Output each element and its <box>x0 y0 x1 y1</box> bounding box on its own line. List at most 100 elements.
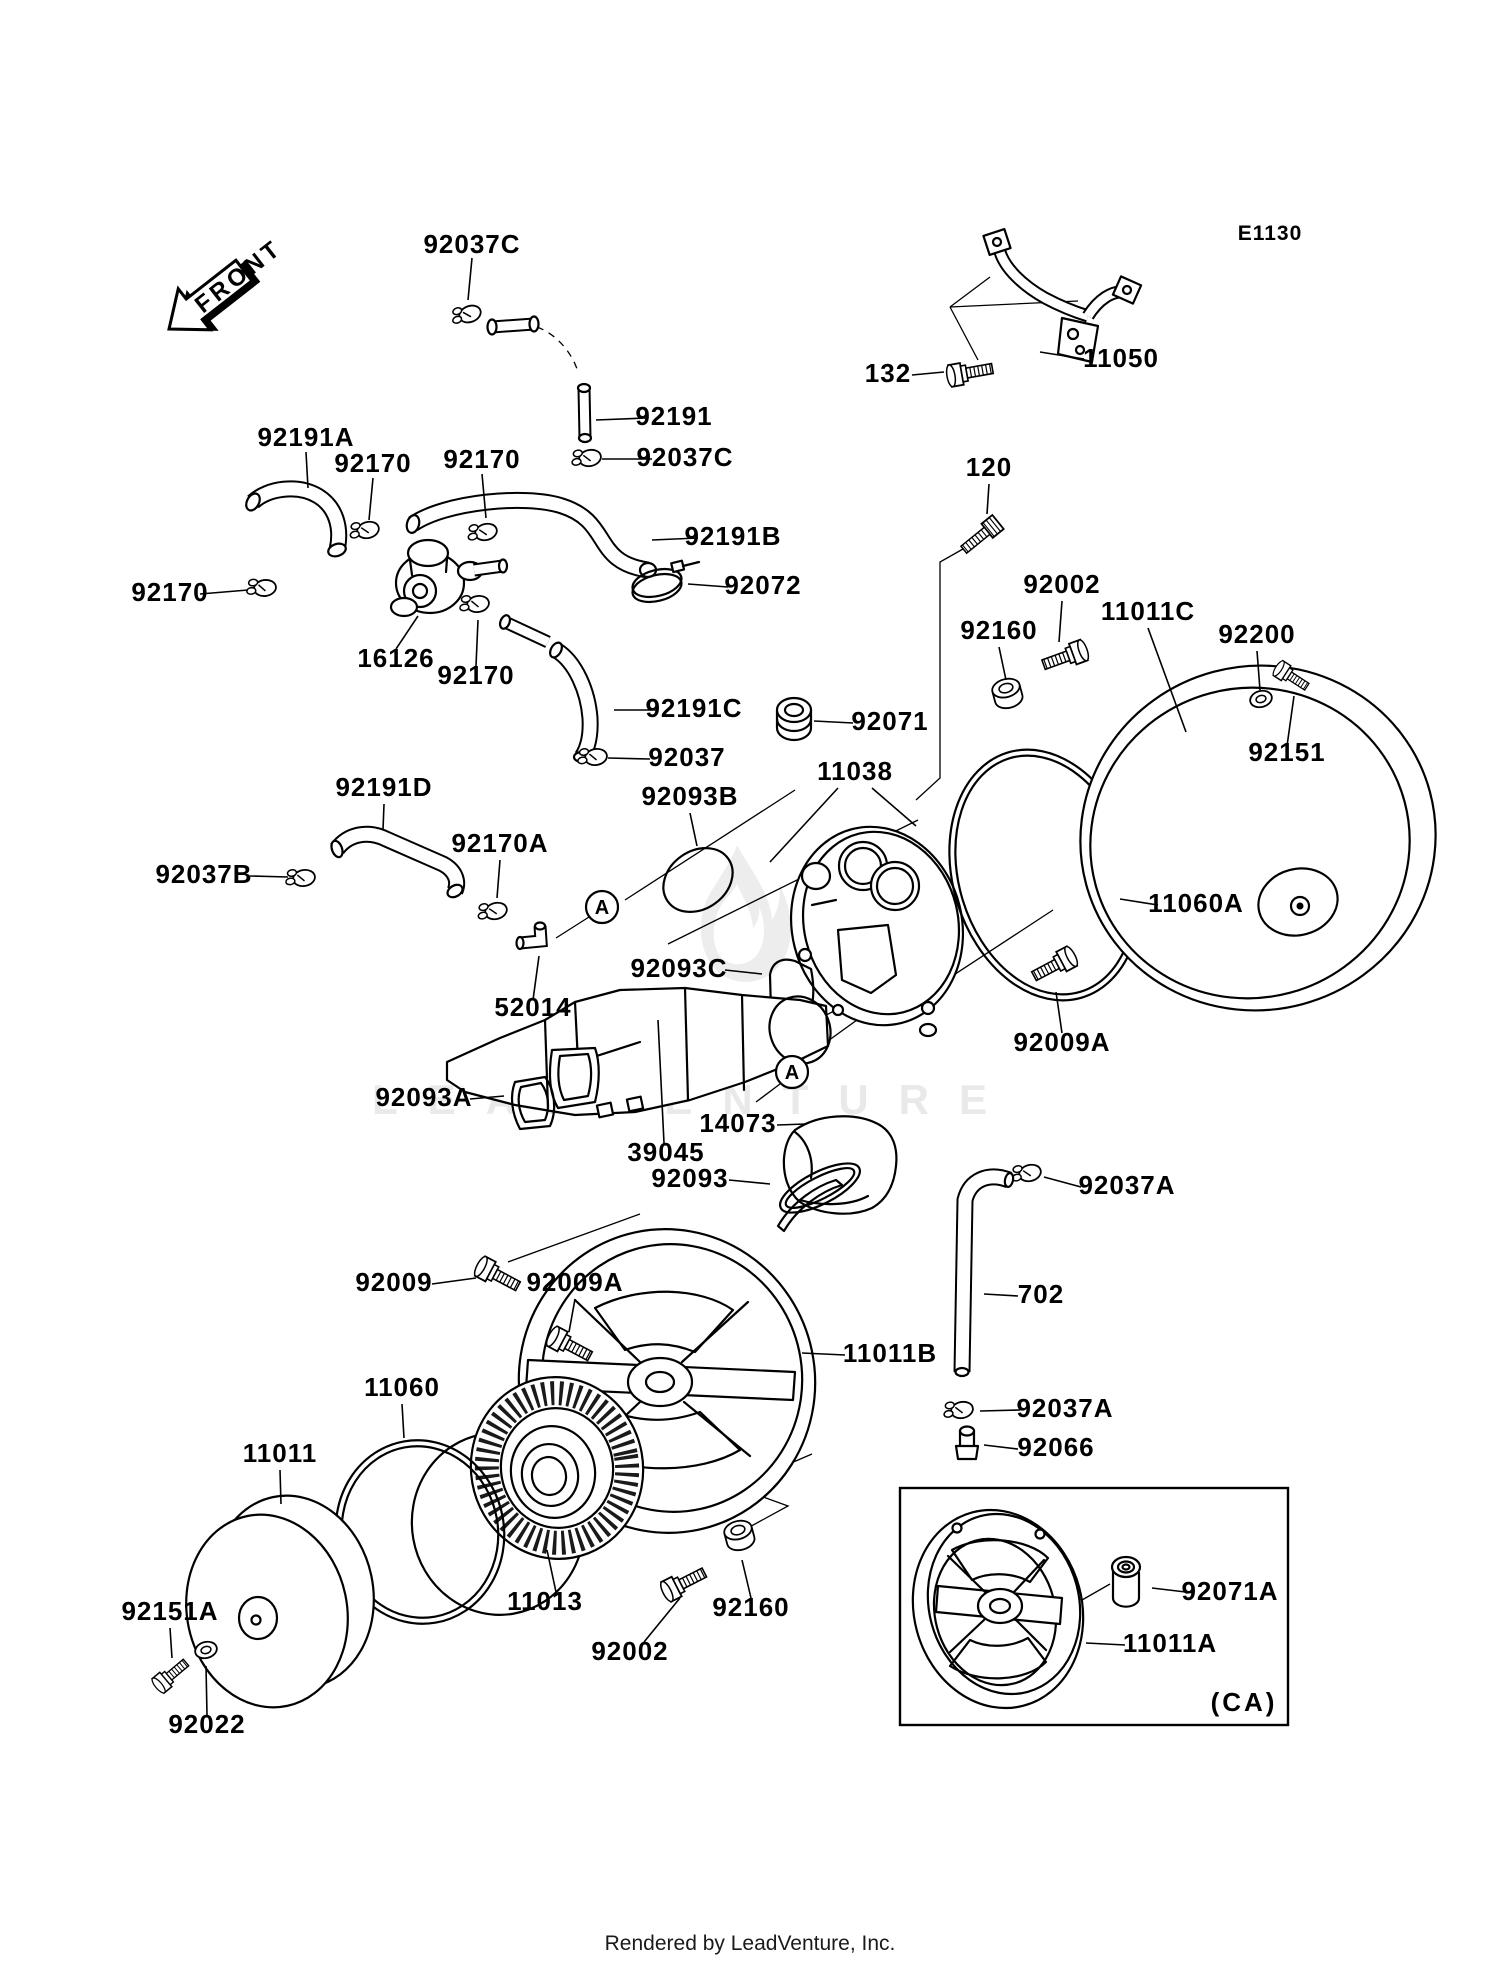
part-label-92071a: 92071A <box>1181 1576 1278 1606</box>
ca-inset-box: (CA) <box>898 1486 1290 1727</box>
front-arrow-label: FRONT <box>190 234 288 318</box>
clamp-92037a-lower <box>940 1396 976 1423</box>
screw-92009a-upper <box>1027 943 1081 987</box>
grommet-92160-upper <box>989 674 1026 712</box>
part-label-92009a: 92009A <box>526 1267 623 1297</box>
part-label-92191a: 92191A <box>257 422 354 452</box>
screw-92002-upper <box>1038 637 1092 676</box>
gasket-92093a <box>510 1075 556 1131</box>
hose-92191a <box>245 480 348 558</box>
backing-plate-11038 <box>789 825 965 1038</box>
intake-duct-14073 <box>779 1115 898 1215</box>
part-label-92072: 92072 <box>724 570 801 600</box>
part-label-92037a: 92037A <box>1078 1170 1175 1200</box>
part-label-11060a: 11060A <box>1148 888 1244 918</box>
part-label-92170: 92170 <box>131 577 208 607</box>
part-label-92066: 92066 <box>1017 1432 1094 1462</box>
part-label-14073: 14073 <box>699 1108 776 1138</box>
elbow-fitting-52014 <box>515 921 548 951</box>
cover-11011a <box>911 1508 1085 1710</box>
breather-tube-92191 <box>486 315 593 444</box>
part-label-11013: 11013 <box>507 1586 583 1616</box>
part-label-11050: 11050 <box>1083 343 1159 373</box>
hose-clamp-92072 <box>631 559 701 604</box>
air-cleaner-cover-11011c <box>1079 664 1437 1012</box>
part-label-92200: 92200 <box>1218 619 1295 649</box>
bracket-11050 <box>982 227 1143 364</box>
part-label-11011: 11011 <box>243 1438 317 1468</box>
drain-plug-92066 <box>954 1425 980 1461</box>
detail-marker-a-2: A <box>774 1054 810 1090</box>
part-label-92037: 92037 <box>648 742 725 772</box>
part-label-92170: 92170 <box>443 444 520 474</box>
part-label-92093: 92093 <box>651 1163 728 1193</box>
clamp-92037a-upper <box>1008 1159 1044 1187</box>
grommet-92160-lower <box>721 1516 758 1554</box>
part-label-92009: 92009 <box>355 1267 432 1297</box>
svg-text:A: A <box>595 897 609 919</box>
part-label-92191d: 92191D <box>335 772 432 802</box>
clamp-92037c <box>568 444 604 471</box>
part-label-52014: 52014 <box>494 992 571 1022</box>
part-label-92191c: 92191C <box>645 693 742 723</box>
clamp-92170-b <box>464 518 500 546</box>
detail-marker-a-1: A <box>584 889 620 925</box>
front-arrow: FRONT <box>167 234 288 332</box>
clamp-92170-d <box>457 591 492 616</box>
part-label-92009a: 92009A <box>1013 1027 1110 1057</box>
svg-text:A: A <box>785 1062 799 1084</box>
part-label-92160: 92160 <box>960 615 1037 645</box>
clamp-92037b <box>283 865 318 890</box>
screw-92002-lower <box>657 1561 711 1605</box>
part-label-11011c: 11011C <box>1101 596 1195 626</box>
air-switch-valve-16126 <box>389 538 509 618</box>
part-label-92170: 92170 <box>334 448 411 478</box>
part-label-11038: 11038 <box>817 756 893 786</box>
part-label-92037b: 92037B <box>155 859 252 889</box>
screw-120 <box>957 514 1005 558</box>
filter-element-11013 <box>410 1376 645 1616</box>
part-label-92093b: 92093B <box>641 781 738 811</box>
clamp-92170-c <box>244 575 278 600</box>
clamp-92170-a <box>346 516 382 544</box>
bolt-92151a <box>149 1654 193 1696</box>
part-label-120: 120 <box>966 452 1012 482</box>
screw-92009 <box>471 1253 525 1297</box>
footer-credit: Rendered by LeadVenture, Inc. <box>605 1932 896 1955</box>
elbow-92071a <box>1110 1555 1142 1608</box>
part-label-702: 702 <box>1018 1279 1064 1309</box>
part-label-92037c: 92037C <box>636 442 733 472</box>
part-label-92170: 92170 <box>437 660 514 690</box>
part-label-92093a: 92093A <box>375 1082 472 1112</box>
part-label-92037c: 92037C <box>423 229 520 259</box>
ca-note: (CA) <box>1211 1687 1278 1717</box>
part-label-11011b: 11011B <box>843 1338 937 1368</box>
part-label-92022: 92022 <box>168 1709 245 1739</box>
part-label-11011a: 11011A <box>1123 1628 1217 1658</box>
hose-92191c <box>498 614 599 764</box>
hose-92191b <box>405 491 658 579</box>
bolt-132 <box>944 356 996 389</box>
part-label-92151: 92151 <box>1248 737 1325 767</box>
part-label-92093c: 92093C <box>630 953 727 983</box>
grommet-92071 <box>775 696 813 742</box>
part-label-92002: 92002 <box>591 1636 668 1666</box>
part-label-39045: 39045 <box>627 1137 704 1167</box>
clamp-92037c-top <box>448 299 484 329</box>
part-label-132: 132 <box>865 358 911 388</box>
part-label-92170a: 92170A <box>451 828 548 858</box>
leader-lines <box>169 257 1295 1716</box>
clamp-92170a <box>474 897 510 925</box>
part-label-92191b: 92191B <box>684 521 781 551</box>
hose-92191d <box>330 825 466 899</box>
drain-tube-702 <box>953 1168 1015 1378</box>
part-label-92037a: 92037A <box>1016 1393 1113 1423</box>
part-label-92071: 92071 <box>851 706 928 736</box>
part-label-92191: 92191 <box>635 401 712 431</box>
part-label-16126: 16126 <box>357 643 434 673</box>
part-label-11060: 11060 <box>364 1372 440 1402</box>
gasket-92093b <box>662 847 734 913</box>
